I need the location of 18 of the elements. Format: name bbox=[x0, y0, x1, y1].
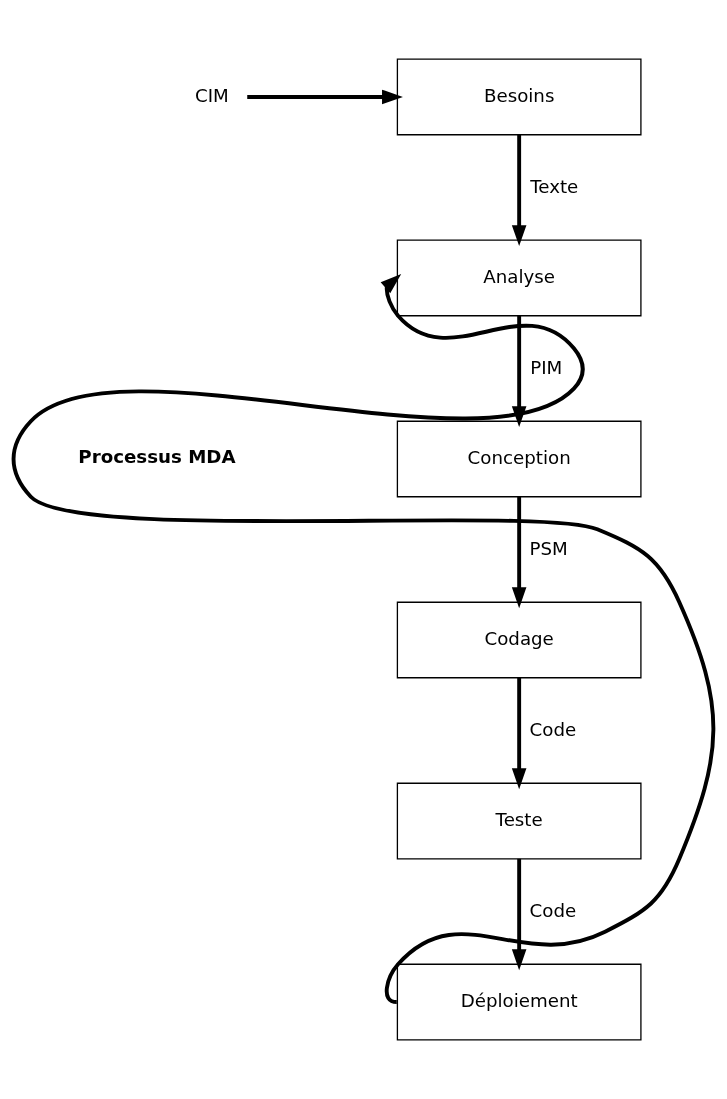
arrow bbox=[511, 134, 527, 247]
label: Processus MDA bbox=[78, 445, 236, 467]
arrow bbox=[511, 496, 527, 609]
arrow bbox=[247, 89, 403, 105]
arrow bbox=[511, 677, 527, 790]
edge-label: PIM bbox=[530, 356, 563, 378]
edge-label: PSM bbox=[529, 537, 568, 559]
node-box: Teste bbox=[396, 782, 642, 860]
node-box: Besoins bbox=[396, 58, 642, 136]
edge-label: Texte bbox=[530, 175, 579, 197]
node-text: CIM bbox=[194, 84, 229, 106]
node-box: Déploiement bbox=[396, 963, 642, 1041]
node-box: Conception bbox=[396, 420, 642, 498]
node-box: Codage bbox=[396, 601, 642, 679]
edge-label: Code bbox=[529, 899, 577, 921]
arrow bbox=[511, 858, 527, 971]
edge-label: Code bbox=[529, 718, 577, 740]
node-box: Analyse bbox=[396, 239, 642, 317]
